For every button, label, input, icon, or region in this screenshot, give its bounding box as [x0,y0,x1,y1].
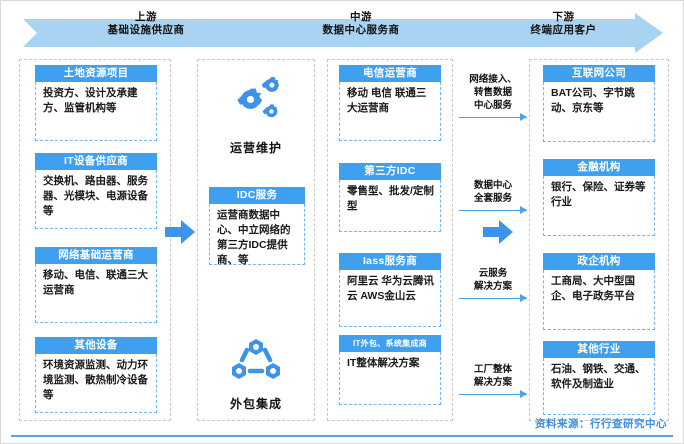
gears-icon [237,77,280,118]
connector-network-access-arrow [459,113,527,121]
flow-arrow-upstream-to-midstream [165,219,195,245]
connector-network-access-line2: 转售数据 [473,87,512,98]
banner-upstream-line2: 基础设施供应商 [107,24,185,36]
card-financial-institution-title: 金融机构 [543,159,655,176]
card-it-outsourcing-integrator[interactable]: IT外包、系统集成商 IT整体解决方案 [339,335,441,405]
card-internet-company-title: 互联网公司 [543,65,655,82]
card-financial-institution-body: 银行、保险、证券等行业 [543,176,655,236]
connector-factory-solution: 工厂整体 解决方案 [459,363,527,398]
card-third-party-idc-body: 零售型、批发/定制型 [339,180,441,232]
card-it-equipment-supplier-body: 交换机、路由器、服务器、光模块、电源设备等 [35,170,157,229]
banner-segment-midstream: 中游 数据中心服务商 [251,11,471,37]
card-idc-service-title: IDC服务 [209,187,305,204]
connector-datacenter-full-service-arrow [459,206,527,214]
card-idc-service-body: 运营商数据中心、中立网络的第三方IDC提供商、等 [209,204,305,266]
flow-arrow-midstream-to-downstream [483,219,513,245]
card-iaas-provider-title: Iass服务商 [339,253,441,270]
card-iaas-provider-body: 阿里云 华为云腾讯云 AWS金山云 [339,270,441,327]
banner-upstream-line1: 上游 [135,11,157,23]
card-land-resource-title: 土地资源项目 [35,65,157,82]
connector-factory-solution-line2: 解决方案 [473,377,512,388]
banner-segment-upstream: 上游 基础设施供应商 [41,11,251,37]
card-land-resource-body: 投资方、设计及承建方、监管机构等 [35,82,157,141]
connector-datacenter-full-service: 数据中心 全套服务 [459,179,527,214]
network-nodes-icon [232,339,280,379]
card-other-industry[interactable]: 其他行业 石油、钢铁、交通、软件及制造业 [543,341,655,415]
card-third-party-idc[interactable]: 第三方IDC 零售型、批发/定制型 [339,163,441,232]
card-third-party-idc-title: 第三方IDC [339,163,441,180]
card-iaas-provider[interactable]: Iass服务商 阿里云 华为云腾讯云 AWS金山云 [339,253,441,327]
banner-downstream-line1: 下游 [552,11,575,23]
card-other-industry-body: 石油、钢铁、交通、软件及制造业 [543,358,655,415]
footer-rule [11,435,673,437]
connector-factory-solution-line1: 工厂整体 [473,364,512,375]
connector-cloud-solution-line1: 云服务 [478,268,508,279]
connector-network-access-line3: 中心服务 [473,100,512,111]
right-arrow-icon [483,220,513,244]
card-idc-service[interactable]: IDC服务 运营商数据中心、中立网络的第三方IDC提供商、等 [209,187,305,266]
card-financial-institution[interactable]: 金融机构 银行、保险、证券等行业 [543,159,655,236]
outsourcing-integration-label: 外包集成 [229,397,282,411]
outsourcing-integration-block: 外包集成 [197,337,315,412]
card-government-enterprise[interactable]: 政企机构 工商局、大中型国企、电子政务平台 [543,253,655,330]
right-arrow-icon [165,220,195,244]
source-attribution: 资料来源：行行查研究中心 [535,418,667,430]
card-telecom-operator[interactable]: 电信运营商 移动 电信 联通三大运营商 [339,65,441,141]
card-government-enterprise-title: 政企机构 [543,253,655,270]
card-other-equipment-body: 环境资源监测、动力环境监测、散热制冷设备等 [35,354,157,413]
connector-cloud-solution-line2: 解决方案 [473,281,512,292]
card-it-outsourcing-integrator-body: IT整体解决方案 [339,352,441,405]
card-it-equipment-supplier[interactable]: IT设备供应商 交换机、路由器、服务器、光模块、电源设备等 [35,153,157,229]
card-other-industry-title: 其他行业 [543,341,655,358]
card-internet-company-body: BAT公司、字节跳动、京东等 [543,82,655,142]
connector-cloud-solution: 云服务 解决方案 [459,267,527,302]
banner-downstream-line2: 终端应用客户 [530,24,597,36]
card-it-equipment-supplier-title: IT设备供应商 [35,153,157,170]
card-telecom-operator-body: 移动 电信 联通三大运营商 [339,82,441,141]
card-land-resource[interactable]: 土地资源项目 投资方、设计及承建方、监管机构等 [35,65,157,141]
card-it-outsourcing-integrator-title: IT外包、系统集成商 [339,335,441,352]
ops-maintenance-block: 运营维护 [197,75,315,156]
card-network-operator-title: 网络基础运营商 [35,247,157,264]
ops-maintenance-label: 运营维护 [229,141,282,155]
card-internet-company[interactable]: 互联网公司 BAT公司、字节跳动、京东等 [543,65,655,142]
card-network-operator-body: 移动、电信、联通三大运营商 [35,264,157,323]
card-other-equipment[interactable]: 其他设备 环境资源监测、动力环境监测、散热制冷设备等 [35,337,157,413]
card-other-equipment-title: 其他设备 [35,337,157,354]
card-government-enterprise-body: 工商局、大中型国企、电子政务平台 [543,270,655,330]
connector-factory-solution-arrow [459,390,527,398]
card-network-operator[interactable]: 网络基础运营商 移动、电信、联通三大运营商 [35,247,157,323]
banner-midstream-line1: 中游 [350,11,372,23]
card-telecom-operator-title: 电信运营商 [339,65,441,82]
connector-datacenter-full-service-line2: 全套服务 [473,193,512,204]
connector-cloud-solution-arrow [459,294,527,302]
connector-datacenter-full-service-line1: 数据中心 [473,180,512,191]
connector-network-access: 网络接入、 转售数据 中心服务 [459,73,527,121]
banner-midstream-line2: 数据中心服务商 [322,24,400,36]
connector-network-access-line1: 网络接入、 [469,74,517,85]
banner-segment-downstream: 下游 终端应用客户 [471,11,656,37]
value-chain-banner [23,13,663,53]
